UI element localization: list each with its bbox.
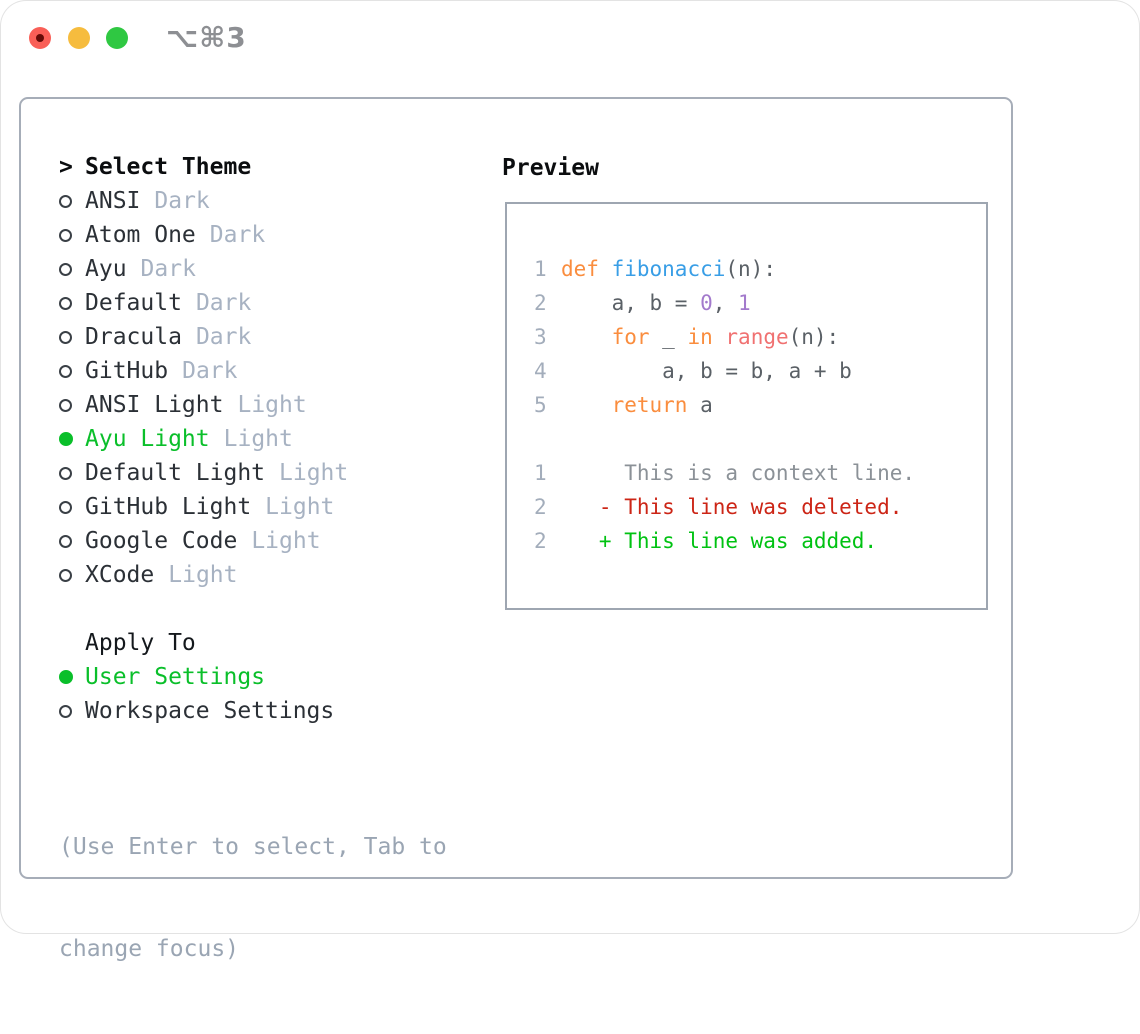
code-line: 3 for _ in range(n):: [534, 325, 840, 349]
line-number: 1: [534, 461, 547, 485]
preview-pane: 1 def fibonacci(n): 2 a, b = 0, 1 3 for …: [505, 202, 988, 610]
theme-option-name: Default: [85, 290, 182, 316]
app-window: > Select Theme ANSI Dark Atom One Dark: [19, 97, 1013, 962]
apply-to-option-name: Workspace Settings: [85, 698, 335, 724]
radio-icon: [59, 432, 73, 446]
code-sample: 1 def fibonacci(n): 2 a, b = 0, 1 3 for …: [507, 252, 986, 422]
apply-to-list: Apply To User Settings Workspace Setting…: [40, 626, 334, 728]
radio-icon: [59, 194, 72, 208]
radio-icon: [59, 228, 72, 242]
line-number: 1: [534, 257, 547, 281]
line-number: 2: [534, 291, 547, 315]
keyboard-hint: (Use Enter to select, Tab to change focu…: [40, 762, 447, 1034]
theme-option-name: Ayu Light: [85, 426, 210, 452]
radio-icon: [59, 398, 72, 412]
theme-options: ANSI Dark Atom One Dark Ayu Dark: [40, 184, 348, 592]
theme-option[interactable]: Google Code Light: [40, 524, 348, 558]
radio-icon: [59, 670, 73, 684]
unsaved-indicator-icon: [36, 34, 44, 42]
theme-option[interactable]: Default Light Light: [40, 456, 348, 490]
line-number: 3: [534, 325, 547, 349]
radio-icon: [59, 534, 72, 548]
theme-option-name: ANSI: [85, 188, 141, 214]
theme-option-variant: Light: [265, 494, 335, 520]
apply-to-title: Apply To: [85, 630, 196, 656]
code-line: 4 a, b = b, a + b: [534, 359, 852, 383]
theme-list-header: > Select Theme: [40, 150, 348, 184]
titlebar: ⌥⌘3: [0, 0, 1140, 75]
diff-line: 1 This is a context line.: [534, 461, 916, 485]
line-number: 5: [534, 393, 547, 417]
diff-line: 2 - This line was deleted.: [534, 495, 903, 519]
theme-option[interactable]: ANSI Light Light: [40, 388, 348, 422]
line-number: 4: [534, 359, 547, 383]
radio-icon: [59, 330, 72, 344]
theme-option-name: Dracula: [85, 324, 182, 350]
radio-icon: [59, 500, 72, 514]
theme-list-title: Select Theme: [85, 154, 252, 180]
theme-list: > Select Theme ANSI Dark Atom One Dark: [40, 150, 348, 592]
cursor-icon: >: [59, 154, 73, 180]
theme-option-variant: Dark: [195, 324, 252, 350]
theme-option-name: GitHub Light: [85, 494, 252, 520]
code-line: 5 return a: [534, 393, 713, 417]
theme-option[interactable]: Ayu Light Light: [40, 422, 348, 456]
apply-to-option[interactable]: Workspace Settings: [40, 694, 334, 728]
theme-option-name: XCode: [85, 562, 155, 588]
apply-to-options: User Settings Workspace Settings: [40, 660, 334, 728]
theme-option-variant: Dark: [195, 290, 252, 316]
radio-icon: [59, 466, 72, 480]
theme-option-variant: Light: [279, 460, 349, 486]
radio-icon: [59, 568, 72, 582]
keyboard-hint-line: change focus): [59, 936, 240, 962]
theme-option[interactable]: XCode Light: [40, 558, 348, 592]
theme-option-variant: Dark: [182, 358, 238, 384]
theme-option[interactable]: GitHub Light Light: [40, 490, 348, 524]
line-number: 2: [534, 529, 547, 553]
theme-option-name: ANSI Light: [85, 392, 224, 418]
line-number: 2: [534, 495, 547, 519]
theme-option-variant: Light: [237, 392, 307, 418]
theme-option[interactable]: GitHub Dark: [40, 354, 348, 388]
theme-option-variant: Light: [223, 426, 293, 452]
theme-option-name: Google Code: [85, 528, 238, 554]
radio-icon: [59, 704, 72, 718]
radio-icon: [59, 364, 72, 378]
theme-option-name: Default Light: [85, 460, 266, 486]
radio-icon: [59, 262, 72, 276]
close-button[interactable]: [29, 27, 51, 49]
keyboard-hint-line: (Use Enter to select, Tab to: [59, 834, 447, 860]
theme-option-variant: Dark: [140, 256, 196, 282]
apply-to-option[interactable]: User Settings: [40, 660, 334, 694]
radio-icon: [59, 296, 72, 310]
theme-option-variant: Dark: [209, 222, 266, 248]
screenshot-frame: ⌥⌘3 > Select Theme ANSI Dark: [0, 0, 1140, 962]
diff-sample: 1 This is a context line. 2 - This line …: [507, 456, 986, 558]
theme-option[interactable]: Atom One Dark: [40, 218, 348, 252]
theme-option-name: Ayu: [85, 256, 127, 282]
diff-line: 2 + This line was added.: [534, 529, 878, 553]
apply-to-header: Apply To: [40, 626, 334, 660]
code-line: 1 def fibonacci(n):: [534, 257, 776, 281]
zoom-button[interactable]: [106, 27, 128, 49]
minimize-button[interactable]: [68, 27, 90, 49]
preview-title: Preview: [502, 155, 599, 181]
theme-option-variant: Light: [251, 528, 321, 554]
theme-option-name: GitHub: [85, 358, 169, 384]
code-line: 2 a, b = 0, 1: [534, 291, 751, 315]
window-title: ⌥⌘3: [166, 21, 247, 54]
theme-option[interactable]: ANSI Dark: [40, 184, 348, 218]
theme-option[interactable]: Default Dark: [40, 286, 348, 320]
theme-option-variant: Dark: [154, 188, 210, 214]
theme-option-variant: Light: [168, 562, 238, 588]
theme-option-name: Atom One: [85, 222, 196, 248]
theme-option[interactable]: Ayu Dark: [40, 252, 348, 286]
theme-option[interactable]: Dracula Dark: [40, 320, 348, 354]
apply-to-option-name: User Settings: [85, 664, 266, 690]
